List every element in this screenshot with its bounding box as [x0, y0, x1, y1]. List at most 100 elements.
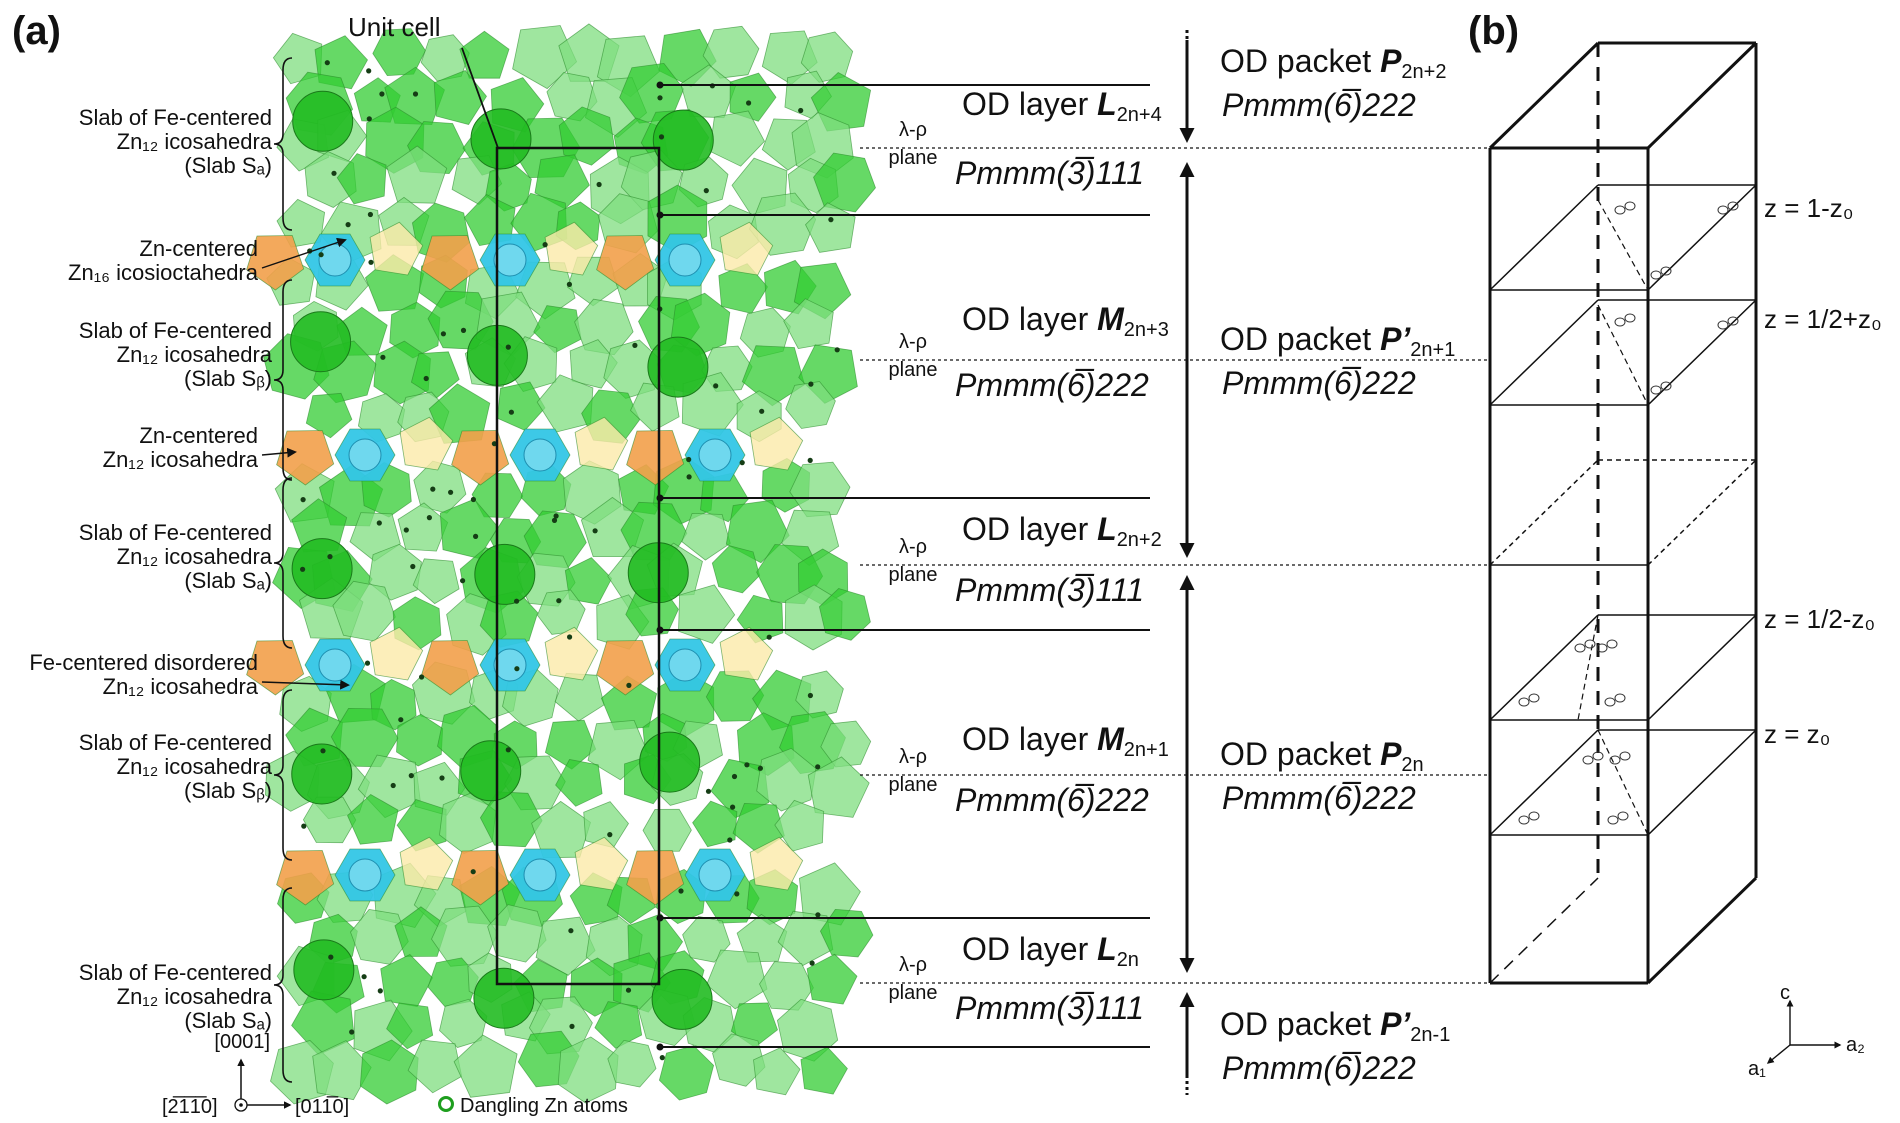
zn12-icosahedron: [399, 416, 454, 471]
zn12-icosahedron: [369, 221, 424, 276]
line-end: [656, 494, 664, 502]
atom-ring: [1574, 643, 1586, 653]
atom-ring: [1717, 320, 1729, 330]
slab-label-line3: (Slab Sₐ): [184, 1008, 272, 1033]
atom: [734, 891, 740, 897]
atom-ring: [1660, 266, 1672, 276]
slab-label-line1: Slab of Fe-centered: [79, 318, 272, 343]
icosahedron-face: [474, 543, 536, 605]
cyan-center: [348, 438, 382, 472]
icosahedron: [396, 713, 444, 767]
atom-ring: [1619, 751, 1631, 761]
icosahedron: [536, 374, 594, 433]
icosahedron: [806, 953, 858, 1005]
atom: [705, 788, 712, 794]
callout-line1: Fe-centered disordered: [29, 650, 258, 675]
axis-a1-label: a₁: [1748, 1058, 1766, 1080]
diagonal: [1577, 614, 1599, 721]
icosahedron-face: [651, 968, 713, 1030]
icosahedron: [531, 800, 591, 859]
atom: [473, 533, 479, 540]
slab-label-line2: Zn₁₂ icosahedra: [117, 129, 273, 154]
zn16-icosioctahedron: [421, 640, 480, 696]
atom: [766, 634, 772, 640]
atom: [739, 460, 745, 466]
atom-ring: [1609, 755, 1621, 765]
od-packet-title: OD packet P’2n+1: [1220, 321, 1455, 361]
z-level-label: z = 1-z₀: [1764, 193, 1854, 223]
atom: [349, 1029, 355, 1035]
icosahedron: [706, 949, 768, 1010]
z-level-label: z = z₀: [1764, 719, 1830, 749]
atom: [410, 563, 416, 570]
atom: [460, 578, 466, 584]
cyan-center: [523, 858, 557, 892]
icosahedron: [711, 545, 761, 594]
atom: [448, 489, 454, 495]
atom-ring: [1528, 693, 1540, 703]
atom: [727, 837, 733, 843]
plane-symbol: λ-ρ: [899, 536, 927, 558]
atom: [678, 888, 684, 894]
atom: [514, 598, 520, 604]
od-layer-title: OD layer M2n+1: [962, 721, 1169, 761]
atom-ring: [1650, 385, 1662, 395]
crystal-structure: [246, 23, 876, 1105]
atom-ring: [1604, 697, 1616, 707]
icosahedron: [785, 381, 836, 429]
icosahedron-face: [470, 108, 532, 170]
icosahedron: [678, 584, 736, 644]
cyan-center: [493, 243, 527, 277]
dangling-atom-icon: [438, 1096, 454, 1112]
atom: [686, 474, 692, 480]
icosahedron: [380, 954, 433, 1007]
atom: [324, 60, 330, 66]
cell-plane: [1647, 459, 1757, 566]
line-end: [656, 211, 664, 219]
icosahedron: [818, 588, 871, 641]
atom: [798, 107, 804, 114]
diagonal: [1597, 199, 1649, 291]
plane-word: plane: [889, 147, 938, 169]
atom: [807, 692, 814, 699]
atom: [364, 660, 371, 666]
atom: [514, 666, 520, 672]
atom-ring: [1607, 815, 1619, 825]
atom: [553, 513, 559, 519]
atom-ring: [1624, 201, 1636, 211]
icosahedron-face: [652, 109, 714, 171]
atom-ring: [1614, 205, 1626, 215]
atom: [759, 408, 765, 414]
od-packet-group: Pmmm(6̅)222: [1222, 780, 1416, 816]
atom: [440, 331, 446, 337]
atom: [551, 517, 558, 524]
icosahedron: [535, 916, 596, 976]
slab-label-line3: (Slab Sₐ): [184, 568, 272, 593]
atom-ring: [1606, 639, 1618, 649]
od-layer-group: Pmmm(3̅)111: [955, 990, 1144, 1026]
zn12-icosahedron: [399, 836, 454, 891]
atom-ring: [1614, 693, 1626, 703]
unit-cell-leader: [461, 47, 499, 149]
icosahedron: [459, 30, 510, 79]
icosahedron: [397, 502, 449, 552]
cyan-center: [668, 648, 702, 682]
zn16-icosioctahedron: [596, 640, 655, 696]
icosahedron: [555, 759, 603, 807]
atom: [703, 188, 709, 194]
callout-line2: Zn₁₆ icosioctahedra: [68, 260, 259, 285]
icosahedron: [681, 512, 731, 561]
icosahedron: [386, 1002, 434, 1050]
atom-ring: [1617, 811, 1629, 821]
zn16-icosioctahedron: [421, 235, 480, 291]
atom-ring: [1528, 811, 1540, 821]
atom: [809, 960, 815, 966]
panel-b-label: (b): [1468, 9, 1519, 53]
atom-ring: [1727, 316, 1739, 326]
plane-word: plane: [889, 359, 938, 381]
slab-label-line1: Slab of Fe-centered: [79, 105, 272, 130]
atom-ring: [1660, 381, 1672, 391]
icosahedron-face: [290, 311, 352, 373]
atom: [470, 869, 476, 875]
